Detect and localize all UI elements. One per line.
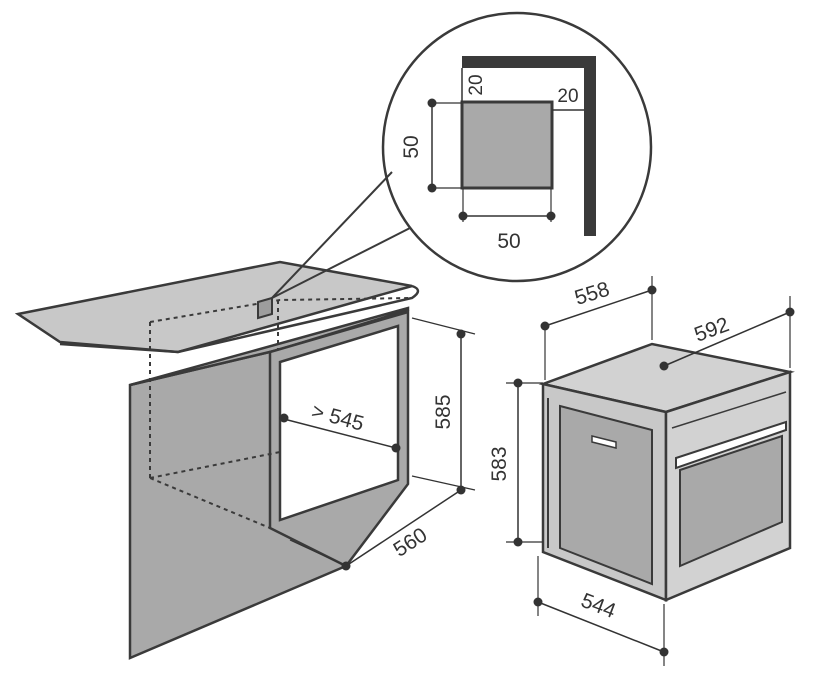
oven-drawing	[538, 342, 795, 602]
oven-door-window	[679, 434, 783, 568]
oven-height-label: 583	[488, 446, 511, 481]
gap-side-label: 20	[557, 86, 578, 107]
oven-front-width-label: 544	[578, 589, 619, 623]
oven-width-label: 592	[691, 313, 732, 347]
oven-side-panel	[559, 404, 653, 586]
detail-vent	[460, 100, 554, 190]
oven-side-handle	[591, 435, 617, 449]
cabinet-height-label: 585	[432, 394, 455, 429]
hidden-edges	[149, 297, 413, 529]
callout-leader	[271, 171, 393, 299]
cabinet-front-face	[129, 306, 410, 387]
oven-dimensions: 558 592 583 544	[488, 276, 795, 666]
vent-width-label: 50	[497, 230, 520, 253]
callout-leader-2	[271, 227, 411, 299]
cabinet-drawing	[14, 260, 420, 660]
gap-top-label: 20	[466, 74, 487, 95]
worktop-vent	[257, 296, 273, 320]
detail-callout: 50 50 20 20	[271, 11, 653, 299]
cabinet-depth-label: 560	[390, 523, 432, 561]
oven-control-strip	[675, 420, 787, 470]
vent-height-label: 50	[400, 135, 423, 158]
worktop	[14, 260, 413, 354]
worktop-front-edge	[59, 284, 420, 354]
cabinet-opening	[278, 324, 400, 522]
